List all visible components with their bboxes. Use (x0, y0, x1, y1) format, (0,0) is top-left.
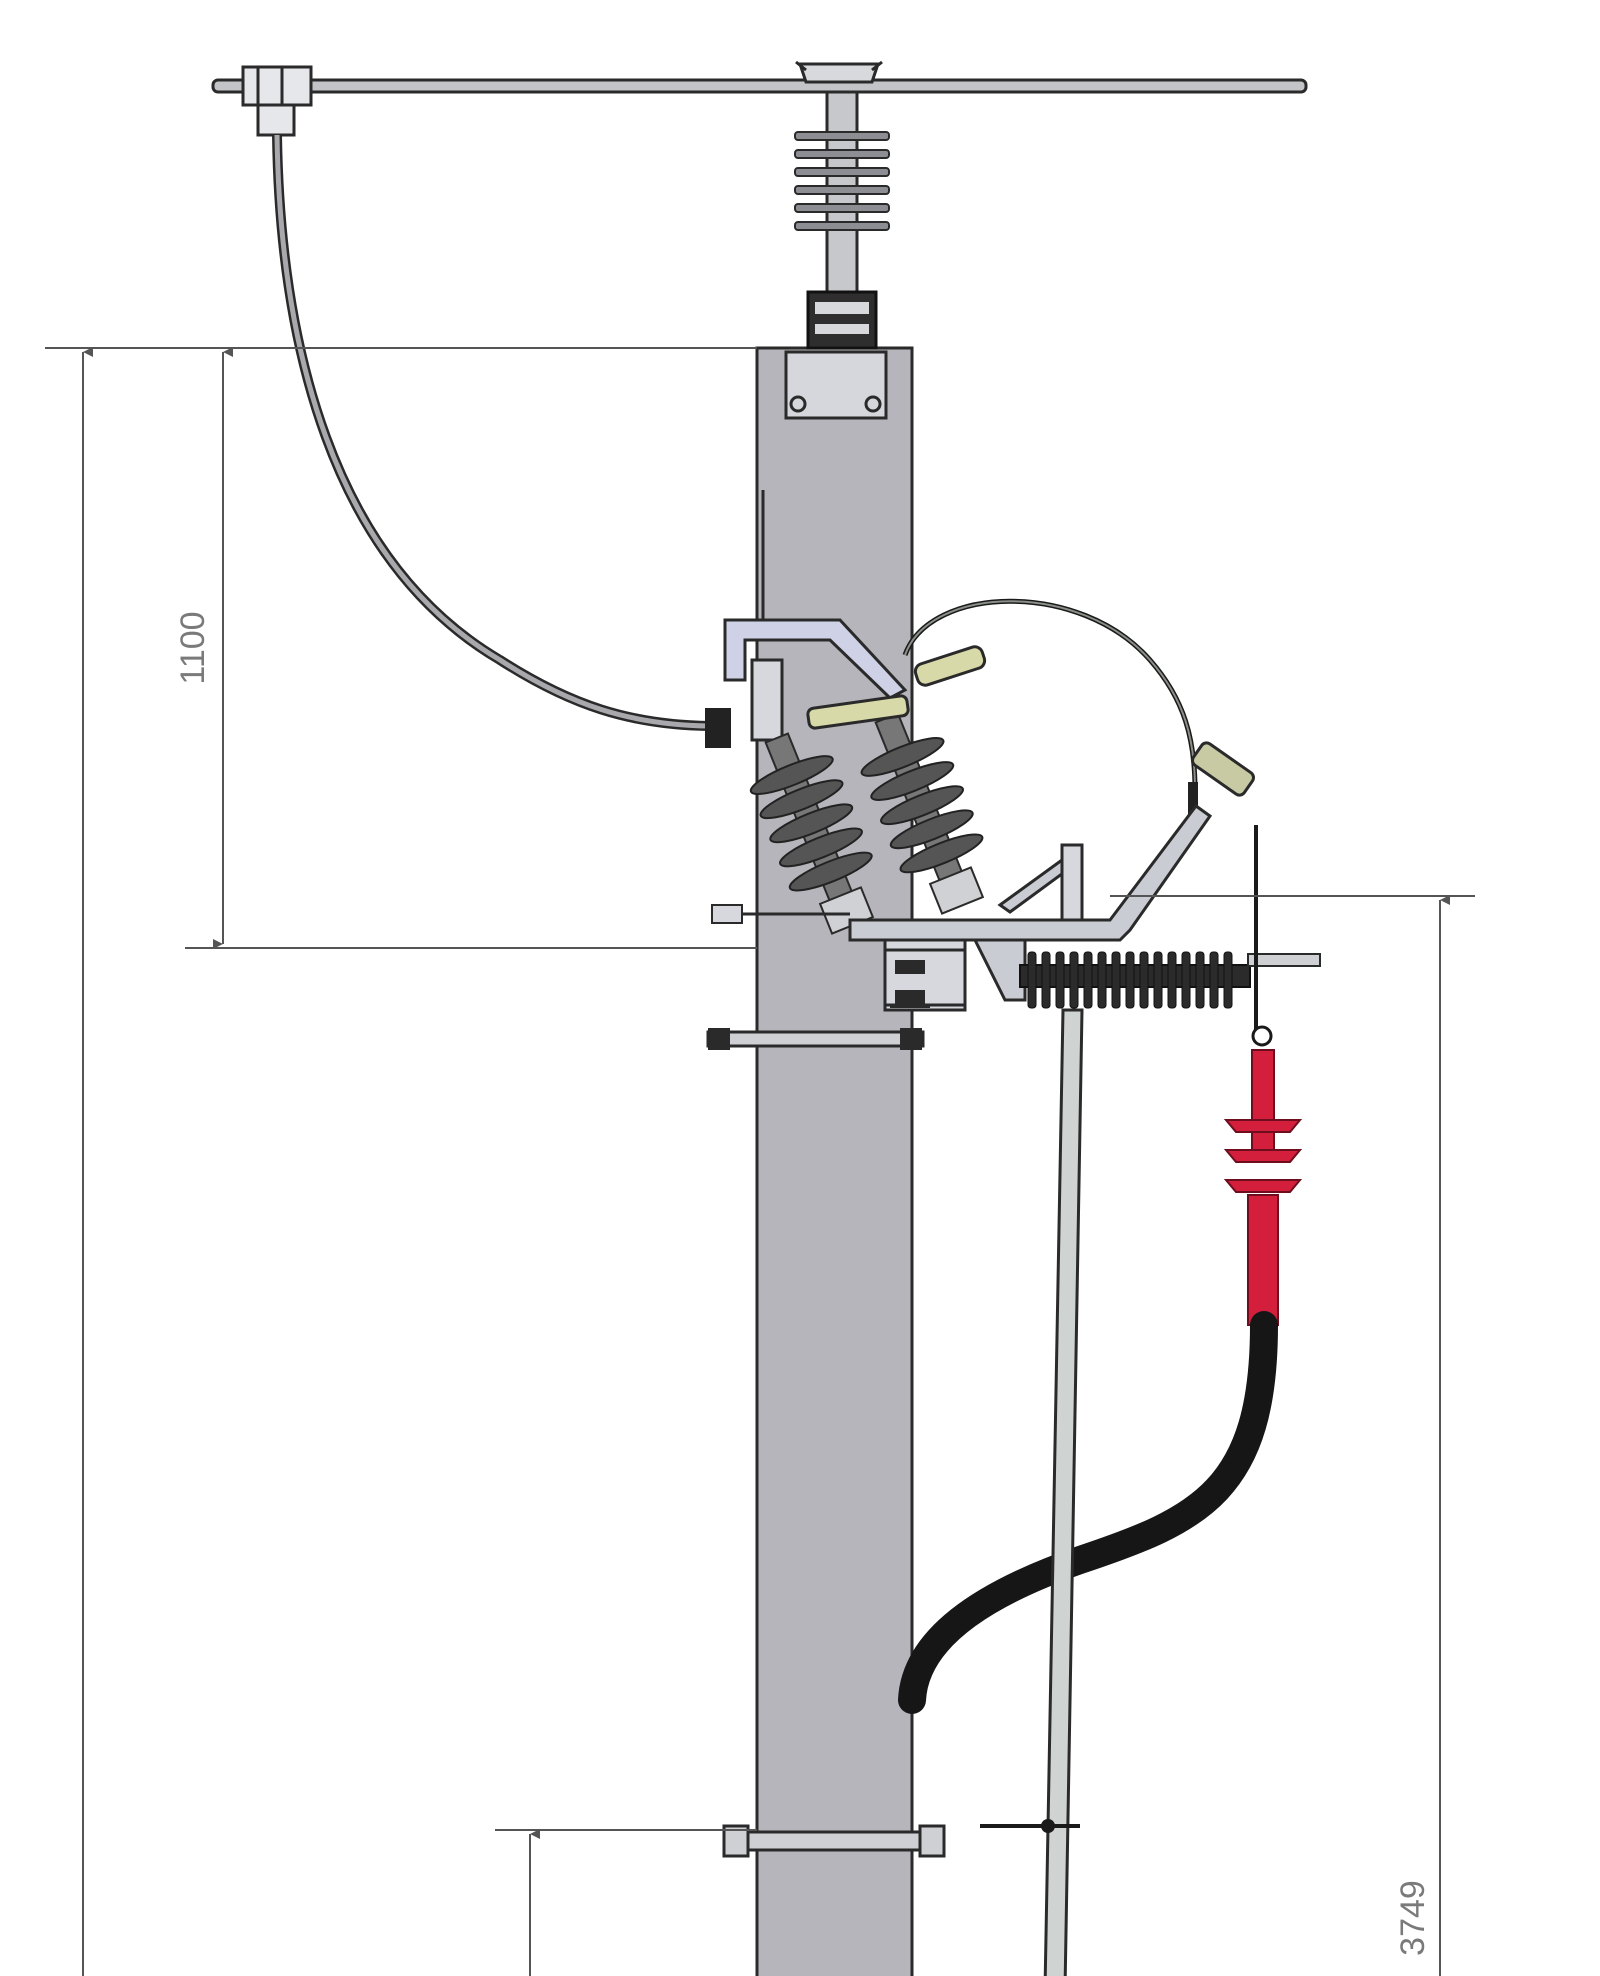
concrete-pole (755, 346, 914, 1976)
fuse-cutout-left (749, 732, 875, 935)
pin-insulator (794, 60, 890, 350)
cable-guard-pipe (980, 1008, 1084, 1976)
surge-arrester (1019, 825, 1321, 1047)
dimension-label-1100: 1100 (174, 611, 212, 684)
arrester-jumper (902, 598, 1255, 816)
cutout-bracket (723, 490, 908, 742)
cable-termination (1223, 1049, 1303, 1326)
fuse-cutout-right (860, 712, 985, 915)
dimension-label-3749: 3749 (1394, 1880, 1432, 1956)
pole-top-plate (784, 350, 888, 420)
underground-cable (898, 1311, 1278, 1714)
pole-clamp-lower-bracket (883, 948, 967, 1007)
fuse-tube (806, 645, 987, 730)
pole-band-1 (706, 1028, 925, 1050)
jumper-wire (272, 134, 731, 748)
dimension-lines (45, 347, 1475, 1976)
overhead-conductor (211, 78, 1308, 94)
line-clamp (241, 65, 313, 137)
